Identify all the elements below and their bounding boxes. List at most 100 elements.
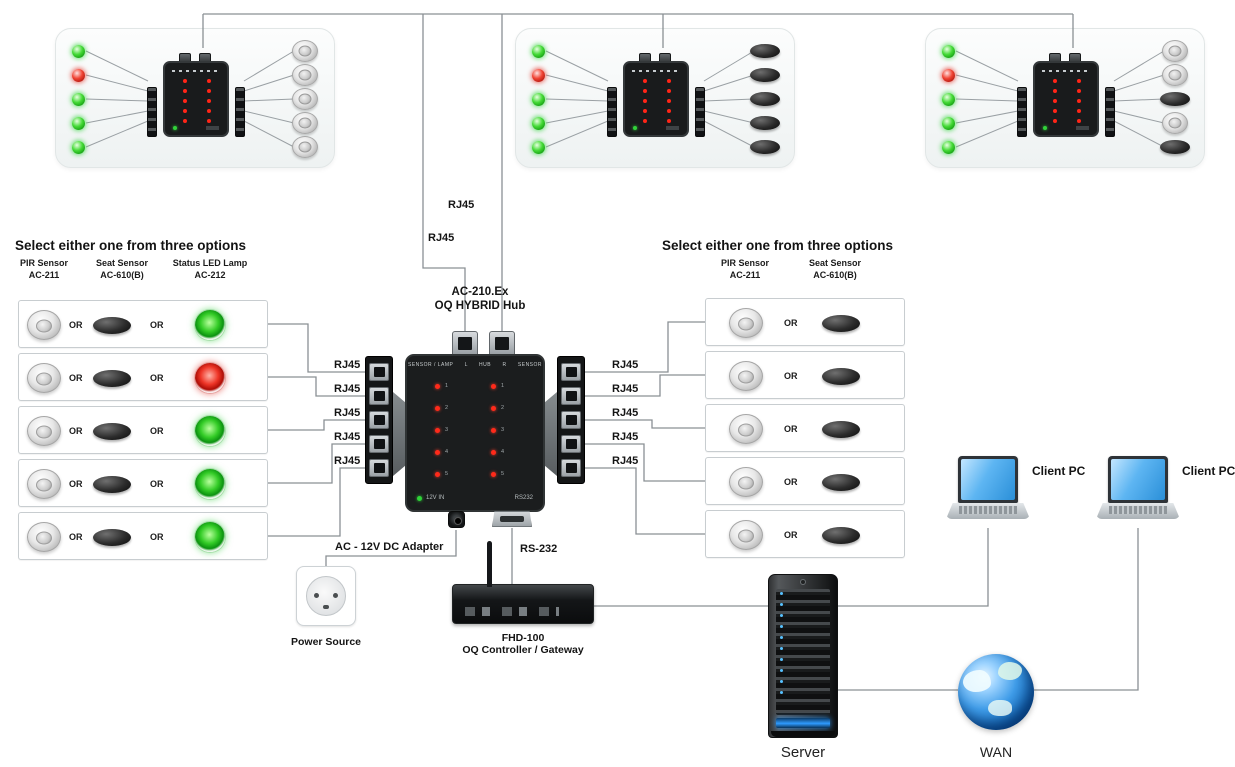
jack-strip-icon xyxy=(1017,87,1027,137)
port-number: 4 xyxy=(445,449,449,455)
dc-jack-icon xyxy=(448,511,465,528)
rj45-jack-icon xyxy=(369,411,389,429)
or-label: OR xyxy=(69,479,83,489)
rj45-jack-icon xyxy=(369,363,389,381)
port-led-icon xyxy=(435,427,440,433)
seat-sensor-icon xyxy=(93,476,131,493)
left-option-row-5: OR OR xyxy=(18,512,268,560)
port-number: 5 xyxy=(445,471,449,477)
left-option-row-2: OR OR xyxy=(18,353,268,401)
rs232-connector-icon xyxy=(492,511,532,527)
client-pc-icon xyxy=(946,456,1030,528)
wan-globe-icon xyxy=(958,654,1034,730)
port-number: 2 xyxy=(501,405,505,411)
status-led-icon xyxy=(942,117,955,130)
seat-sensor-icon xyxy=(822,474,860,491)
sensor-icon xyxy=(750,116,780,130)
right-option-row-3: OR xyxy=(705,404,905,452)
port-number: 1 xyxy=(445,383,449,389)
hub-title: AC-210.Ex OQ HYBRID Hub xyxy=(415,286,545,314)
rj45-label: RJ45 xyxy=(334,455,361,467)
sensor-icon xyxy=(292,64,318,86)
port-number: 3 xyxy=(501,427,505,433)
pir-sensor-icon xyxy=(729,308,763,338)
rj45-label: RJ45 xyxy=(334,407,361,419)
rj45-label: RJ45 xyxy=(448,199,475,211)
port-led-icon xyxy=(491,405,496,411)
sensor-icon xyxy=(1160,140,1190,154)
laptop-screen xyxy=(958,456,1018,503)
sensor-icon xyxy=(750,68,780,82)
sensor-icon xyxy=(1160,92,1190,106)
pir-sensor-icon xyxy=(729,467,763,497)
jack-strip-icon xyxy=(1105,87,1115,137)
status-led-icon xyxy=(72,141,85,154)
cluster-wires xyxy=(85,50,295,148)
status-led-icon xyxy=(942,141,955,154)
or-label: OR xyxy=(784,424,798,434)
hub-name: OQ HYBRID Hub xyxy=(434,299,526,312)
left-option-row-1: OR OR xyxy=(18,300,268,348)
jack-strip-icon xyxy=(147,87,157,137)
pir-sensor-icon xyxy=(729,520,763,550)
port-led-icon xyxy=(435,405,440,411)
status-led-icon xyxy=(532,45,545,58)
port-number: 2 xyxy=(445,405,449,411)
hub-cluster-3 xyxy=(925,28,1205,168)
or-label: OR xyxy=(150,532,164,542)
rj45-label: RJ45 xyxy=(612,359,639,371)
power-source-label: Power Source xyxy=(290,636,362,648)
status-led-icon xyxy=(532,69,545,82)
hub-face-labels: SENSOR / LAMP L HUB R SENSOR xyxy=(407,362,543,368)
sensor-icon xyxy=(292,88,318,110)
pir-sensor-icon xyxy=(27,363,61,393)
rj45-jack-icon xyxy=(561,387,581,405)
pir-sensor-icon xyxy=(27,416,61,446)
hub-body: SENSOR / LAMP L HUB R SENSOR 1 2 3 4 5 1… xyxy=(405,354,545,512)
hub-cluster-2 xyxy=(515,28,795,168)
port-led-icon xyxy=(435,383,440,389)
rj45-label: RJ45 xyxy=(334,383,361,395)
led-column xyxy=(1053,79,1057,83)
or-label: OR xyxy=(784,318,798,328)
client-pc-icon xyxy=(1096,456,1180,528)
status-led-icon xyxy=(72,69,85,82)
controller-name-label: OQ Controller / Gateway xyxy=(462,644,584,656)
laptop-base xyxy=(1096,503,1180,519)
seat-sensor-icon xyxy=(822,421,860,438)
hub-face-marks xyxy=(632,70,680,72)
server-vent-icon xyxy=(800,579,806,585)
hub-power-label: 12V IN xyxy=(426,495,445,501)
hub-bottom-row: 12V IN RS232 xyxy=(417,495,533,501)
status-led-lamp-icon xyxy=(195,469,225,499)
wan-label: WAN xyxy=(979,744,1013,760)
jack-strip-icon xyxy=(607,87,617,137)
or-label: OR xyxy=(69,532,83,542)
rj45-jack-strip-right xyxy=(557,356,585,484)
hub-uplink-port-right xyxy=(489,331,515,355)
sensor-icon xyxy=(750,44,780,58)
controller-model-label: FHD-100 xyxy=(501,632,545,644)
or-label: OR xyxy=(150,320,164,330)
seat-sensor-icon xyxy=(822,368,860,385)
status-led-lamp-icon xyxy=(195,310,225,340)
or-label: OR xyxy=(784,530,798,540)
rs232-cable-label: RS-232 xyxy=(520,543,558,555)
seat-sensor-icon xyxy=(93,529,131,546)
pir-sensor-icon xyxy=(27,469,61,499)
right-option-row-1: OR xyxy=(705,298,905,346)
cluster-wires xyxy=(955,50,1165,148)
right-option-row-5: OR xyxy=(705,510,905,558)
sensor-icon xyxy=(750,140,780,154)
port-number: 1 xyxy=(501,383,505,389)
rj45-label: RJ45 xyxy=(612,383,639,395)
rj45-jack-icon xyxy=(369,435,389,453)
seat-sensor-icon xyxy=(93,317,131,334)
antenna-icon xyxy=(487,541,492,587)
left-option-row-3: OR OR xyxy=(18,406,268,454)
hub-face-marks xyxy=(1042,70,1090,72)
or-label: OR xyxy=(150,479,164,489)
